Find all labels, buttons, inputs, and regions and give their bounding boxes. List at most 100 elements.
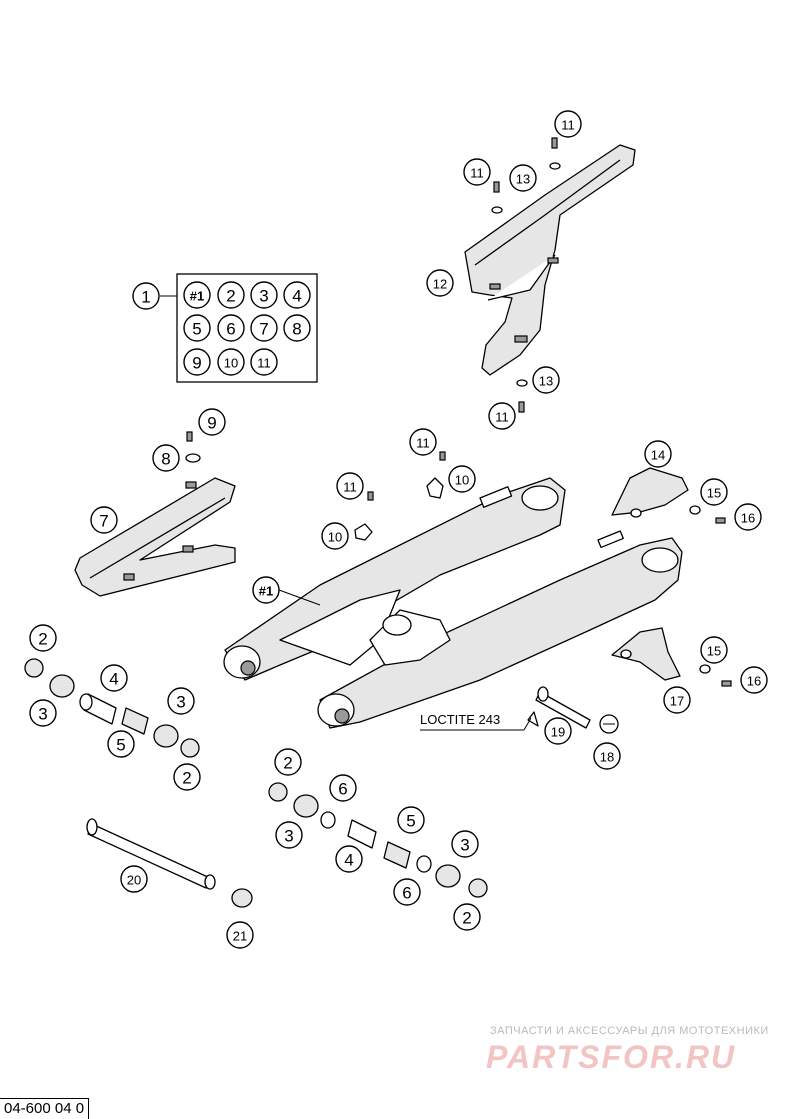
- bearing-set-left[interactable]: [24, 658, 200, 758]
- svg-text:11: 11: [561, 118, 575, 133]
- chain-guard-part[interactable]: [464, 144, 636, 376]
- kit-item[interactable]: 8: [283, 314, 311, 342]
- callout[interactable]: 10: [448, 465, 476, 493]
- svg-text:6: 6: [402, 884, 411, 903]
- callout[interactable]: 15: [700, 636, 728, 664]
- bolt-part: [527, 686, 619, 734]
- callout[interactable]: 3: [29, 699, 57, 727]
- callout[interactable]: 17: [663, 686, 691, 714]
- svg-text:19: 19: [551, 725, 565, 740]
- callout[interactable]: 16: [740, 666, 768, 694]
- callout[interactable]: 13: [509, 164, 537, 192]
- callout[interactable]: 18: [593, 742, 621, 770]
- svg-text:2: 2: [283, 754, 292, 773]
- svg-text:13: 13: [516, 172, 530, 187]
- svg-text:20: 20: [127, 873, 141, 888]
- callout[interactable]: 3: [275, 821, 303, 849]
- callout[interactable]: 2: [173, 763, 201, 791]
- callout[interactable]: 5: [397, 806, 425, 834]
- callout[interactable]: 6: [393, 878, 421, 906]
- callout[interactable]: 3: [167, 687, 195, 715]
- callout[interactable]: 4: [100, 664, 128, 692]
- svg-text:3: 3: [38, 705, 47, 724]
- svg-text:4: 4: [109, 670, 118, 689]
- drawing-number: 04-600 04 0: [0, 1098, 90, 1119]
- callout[interactable]: 11: [409, 428, 437, 456]
- swingarm-callout[interactable]: #1: [252, 576, 321, 606]
- kit-item[interactable]: 10: [217, 348, 245, 376]
- callout[interactable]: 19: [544, 717, 572, 745]
- chain-slider-fastener-part: [185, 431, 201, 463]
- svg-text:10: 10: [224, 356, 238, 371]
- callout[interactable]: 2: [453, 903, 481, 931]
- svg-text:8: 8: [161, 450, 170, 469]
- swingarm-part[interactable]: [223, 477, 683, 729]
- callout[interactable]: 11: [488, 402, 516, 430]
- svg-text:9: 9: [192, 354, 201, 373]
- callout[interactable]: 11: [554, 110, 582, 138]
- kit-item[interactable]: 7: [250, 314, 278, 342]
- callout[interactable]: 16: [734, 503, 762, 531]
- svg-text:3: 3: [284, 827, 293, 846]
- callout[interactable]: 2: [274, 748, 302, 776]
- kit-callout[interactable]: 1: [132, 282, 160, 310]
- callout[interactable]: 11: [336, 472, 364, 500]
- callout[interactable]: 5: [107, 730, 135, 758]
- svg-text:PARTSFOR.RU: PARTSFOR.RU: [486, 1039, 736, 1075]
- kit-item[interactable]: 11: [250, 348, 278, 376]
- callout[interactable]: 10: [321, 522, 349, 550]
- svg-text:6: 6: [338, 780, 347, 799]
- svg-text:4: 4: [344, 851, 353, 870]
- svg-text:6: 6: [226, 320, 235, 339]
- svg-text:#1: #1: [190, 289, 204, 304]
- callout[interactable]: 8: [152, 444, 180, 472]
- callout[interactable]: 14: [644, 440, 672, 468]
- cable-clip-part: [354, 451, 446, 541]
- callout[interactable]: 12: [426, 269, 454, 297]
- svg-text:7: 7: [99, 512, 108, 531]
- svg-text:12: 12: [433, 277, 447, 292]
- callout[interactable]: 6: [329, 774, 357, 802]
- svg-text:14: 14: [651, 448, 665, 463]
- callout[interactable]: 7: [90, 506, 118, 534]
- svg-text:3: 3: [259, 287, 268, 306]
- callout[interactable]: 20: [120, 865, 148, 893]
- svg-text:9: 9: [207, 414, 216, 433]
- kit-item[interactable]: 6: [217, 314, 245, 342]
- callout[interactable]: 15: [700, 478, 728, 506]
- svg-text:2: 2: [226, 287, 235, 306]
- svg-text:4: 4: [292, 287, 301, 306]
- kit-item[interactable]: 4: [283, 281, 311, 309]
- chain-guide-part[interactable]: [611, 467, 689, 681]
- svg-text:11: 11: [495, 410, 509, 425]
- svg-text:18: 18: [600, 750, 614, 765]
- svg-text:11: 11: [416, 436, 430, 451]
- callout[interactable]: 13: [532, 366, 560, 394]
- callout[interactable]: 9: [198, 408, 226, 436]
- kit-item[interactable]: #1: [183, 281, 211, 309]
- svg-text:21: 21: [233, 929, 247, 944]
- callout[interactable]: 4: [335, 845, 363, 873]
- chain-slider-part[interactable]: [74, 477, 236, 597]
- kit-item[interactable]: 5: [183, 314, 211, 342]
- callout[interactable]: 3: [451, 830, 479, 858]
- svg-text:16: 16: [741, 511, 755, 526]
- pivot-axle-part[interactable]: [86, 818, 253, 908]
- svg-text:10: 10: [328, 530, 342, 545]
- callout[interactable]: 21: [226, 921, 254, 949]
- kit-item[interactable]: 2: [217, 281, 245, 309]
- svg-text:15: 15: [707, 486, 721, 501]
- kit-item[interactable]: 9: [183, 348, 211, 376]
- svg-text:2: 2: [182, 769, 191, 788]
- svg-text:2: 2: [38, 630, 47, 649]
- svg-text:3: 3: [460, 836, 469, 855]
- svg-text:8: 8: [292, 320, 301, 339]
- callout[interactable]: 2: [29, 624, 57, 652]
- kit-item[interactable]: 3: [250, 281, 278, 309]
- bearing-set-right[interactable]: [268, 782, 488, 898]
- svg-text:5: 5: [406, 812, 415, 831]
- svg-text:5: 5: [116, 736, 125, 755]
- svg-text:#1: #1: [259, 584, 273, 599]
- callout[interactable]: 11: [463, 158, 491, 186]
